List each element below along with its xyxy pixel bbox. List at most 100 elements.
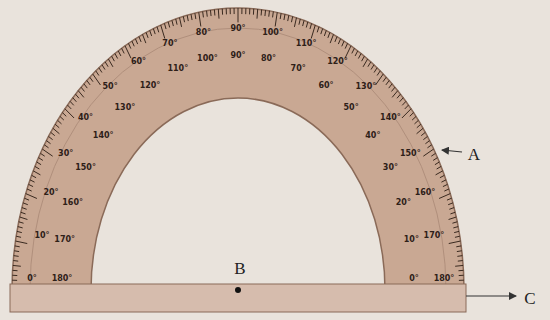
tick — [256, 9, 258, 19]
tick — [386, 80, 389, 84]
tick — [15, 241, 27, 244]
tick — [294, 18, 296, 27]
tick — [90, 77, 93, 82]
tick — [172, 20, 173, 26]
tick — [417, 124, 421, 128]
outer-scale-number: 20° — [43, 189, 58, 197]
tick — [93, 74, 101, 85]
outer-scale-number: 60° — [131, 58, 146, 66]
tick — [15, 245, 20, 247]
tick — [275, 12, 277, 26]
outer-scale-number: 100° — [262, 29, 283, 37]
inner-scale-number: 140° — [93, 132, 114, 140]
tick — [28, 184, 33, 186]
tick — [55, 124, 59, 128]
tick — [425, 141, 429, 144]
tick — [443, 184, 448, 186]
tick — [345, 43, 347, 48]
tick — [48, 136, 52, 139]
tick — [12, 280, 17, 281]
tick — [435, 162, 439, 165]
tick — [73, 98, 77, 102]
tick — [183, 16, 184, 22]
tick — [118, 51, 121, 56]
tick — [288, 15, 289, 21]
tick-marks — [12, 8, 464, 290]
tick — [115, 53, 118, 58]
inner-scale-number: 70° — [291, 65, 306, 73]
outer-scale-number: 170° — [424, 232, 445, 240]
leader-line — [442, 150, 462, 152]
outer-scale-number: 110° — [296, 40, 317, 48]
outer-scale-number: 180° — [434, 275, 455, 283]
tick — [376, 74, 384, 85]
tick — [206, 11, 208, 17]
tick — [62, 113, 66, 117]
tick — [402, 109, 411, 118]
inner-scale-number: 50° — [344, 104, 359, 112]
tick — [105, 62, 108, 67]
tick — [249, 8, 250, 14]
tick — [33, 171, 40, 175]
tick — [191, 14, 192, 20]
tick — [389, 84, 392, 88]
inner-scale-number: 100° — [197, 55, 218, 63]
outer-scale-number: 140° — [380, 114, 401, 122]
tick — [363, 59, 368, 67]
tick — [139, 37, 141, 42]
tick — [303, 20, 304, 26]
tick — [164, 23, 166, 29]
tick — [330, 34, 333, 43]
tick — [392, 91, 398, 98]
tick — [222, 9, 223, 15]
tick — [214, 10, 216, 16]
tick — [176, 19, 177, 25]
tick — [454, 231, 459, 232]
tick — [17, 231, 22, 232]
inner-scale-number: 180° — [52, 275, 73, 283]
tick — [99, 68, 102, 73]
inner-scale-number: 60° — [318, 82, 333, 90]
tick — [423, 136, 427, 139]
tick — [38, 158, 42, 161]
tick — [268, 11, 270, 17]
tick — [405, 105, 409, 109]
point-label: C — [524, 290, 535, 307]
outer-scale-number: 0° — [27, 275, 37, 283]
tick — [32, 175, 37, 177]
tick — [427, 145, 431, 148]
tick — [458, 270, 463, 271]
outer-scale-number: 80° — [196, 29, 211, 37]
tick — [441, 180, 446, 182]
outer-scale-number: 40° — [78, 114, 93, 122]
tick — [452, 222, 457, 223]
tick — [161, 25, 165, 39]
point-label: B — [234, 260, 245, 277]
tick — [321, 29, 323, 35]
tick — [338, 39, 340, 44]
inner-scale-number: 10° — [404, 236, 419, 244]
protractor-body — [12, 8, 464, 290]
tick — [78, 91, 84, 98]
outer-scale-number: 130° — [356, 83, 377, 91]
tick — [345, 46, 351, 58]
tick — [453, 227, 458, 228]
tick — [112, 56, 115, 61]
tick — [13, 260, 18, 262]
tick — [280, 13, 282, 19]
tick — [81, 87, 84, 91]
tick — [397, 94, 401, 98]
tick — [180, 18, 182, 27]
tick — [96, 71, 99, 76]
tick — [450, 212, 455, 214]
tick — [230, 8, 231, 14]
tick — [355, 51, 358, 56]
tick — [51, 132, 55, 135]
tick — [23, 203, 28, 205]
inner-scale-number: 80° — [261, 55, 276, 63]
tick — [437, 166, 441, 169]
outer-scale-number: 50° — [103, 83, 118, 91]
inner-scale-number: 170° — [54, 236, 75, 244]
outer-scale-number: 120° — [327, 58, 348, 66]
